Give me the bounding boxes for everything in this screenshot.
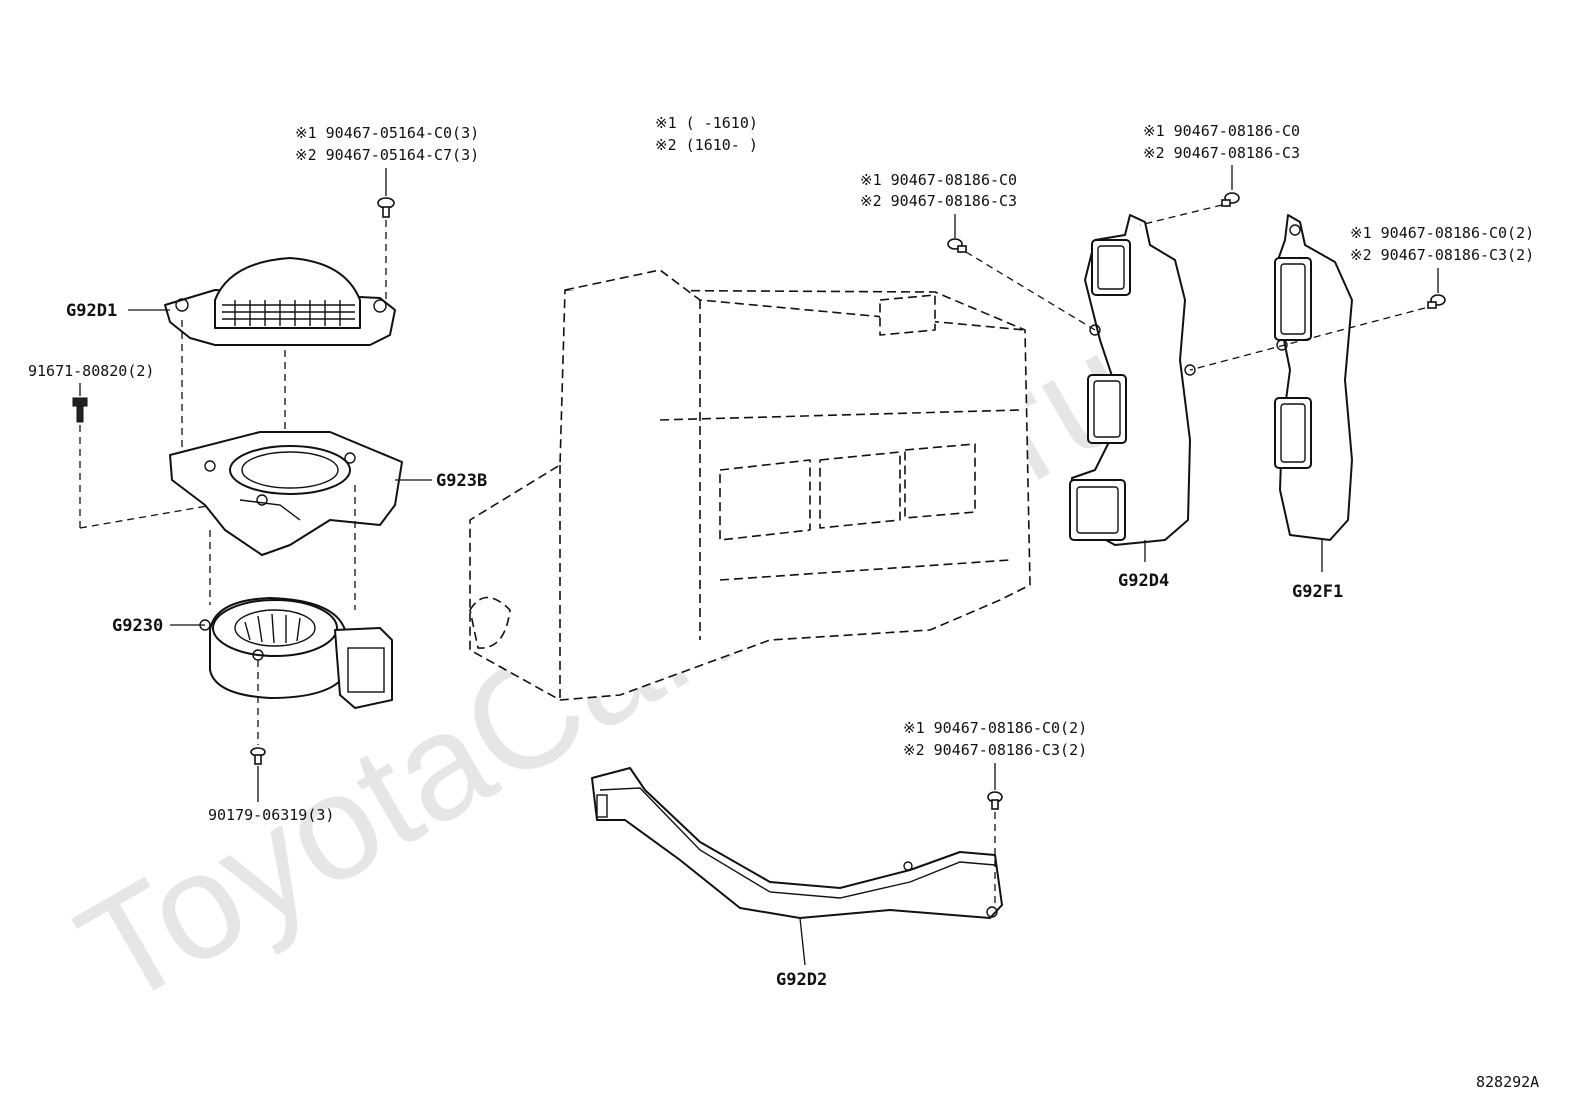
- d4-clip-label-2: ※2 90467-08186-C3: [1143, 144, 1300, 162]
- mid-clip-label-1: ※1 90467-08186-C0: [860, 171, 1017, 189]
- top-screw-label-2: ※2 90467-05164-C7(3): [295, 146, 479, 164]
- d4-clip-dashline: [1139, 204, 1223, 226]
- legend-line-1: ※1 ( -1610): [655, 114, 758, 132]
- g9230-label: G9230: [112, 616, 163, 636]
- g923b-label: G923B: [436, 471, 487, 491]
- d4-clip-label-1: ※1 90467-08186-C0: [1143, 122, 1300, 140]
- g923b-bracket[interactable]: [169, 431, 403, 556]
- g92d2-duct[interactable]: [591, 767, 1003, 919]
- g92d4-duct[interactable]: [1069, 214, 1196, 546]
- g92d1-label: G92D1: [66, 301, 117, 321]
- f1-clip-dashline: [1189, 307, 1426, 371]
- bottom-screw-label: 90179-06319(3): [208, 806, 334, 824]
- battery-pack: [469, 269, 1031, 701]
- bolt[interactable]: [72, 397, 88, 423]
- mid-clip-dashline: [965, 251, 1096, 331]
- top-screw-label-1: ※1 90467-05164-C0(3): [295, 124, 479, 142]
- legend-line-2: ※2 (1610- ): [655, 136, 758, 154]
- d2-clip[interactable]: [987, 791, 1003, 810]
- f1-clip-label-1: ※1 90467-08186-C0(2): [1350, 224, 1534, 242]
- g92d2-label: G92D2: [776, 970, 827, 990]
- mid-clip-label-2: ※2 90467-08186-C3: [860, 192, 1017, 210]
- g92d2-leader: [799, 917, 806, 966]
- top-screw[interactable]: [377, 197, 395, 218]
- d2-clip-label-2: ※2 90467-08186-C3(2): [903, 741, 1087, 759]
- g92f1-label: G92F1: [1292, 582, 1343, 602]
- g92d4-label: G92D4: [1118, 571, 1169, 591]
- g9230-blower[interactable]: [199, 597, 393, 709]
- g92d1-cover[interactable]: [164, 257, 396, 346]
- g92f1-duct[interactable]: [1274, 214, 1353, 541]
- f1-clip[interactable]: [1427, 294, 1446, 309]
- f1-clip-label-2: ※2 90467-08186-C3(2): [1350, 246, 1534, 264]
- bolt-label: 91671-80820(2): [28, 362, 154, 380]
- d2-clip-label-1: ※1 90467-08186-C0(2): [903, 719, 1087, 737]
- d4-clip[interactable]: [1221, 192, 1240, 207]
- bottom-screw[interactable]: [250, 747, 266, 765]
- diagram-id: 828292A: [1476, 1073, 1539, 1091]
- mid-clip[interactable]: [947, 238, 967, 253]
